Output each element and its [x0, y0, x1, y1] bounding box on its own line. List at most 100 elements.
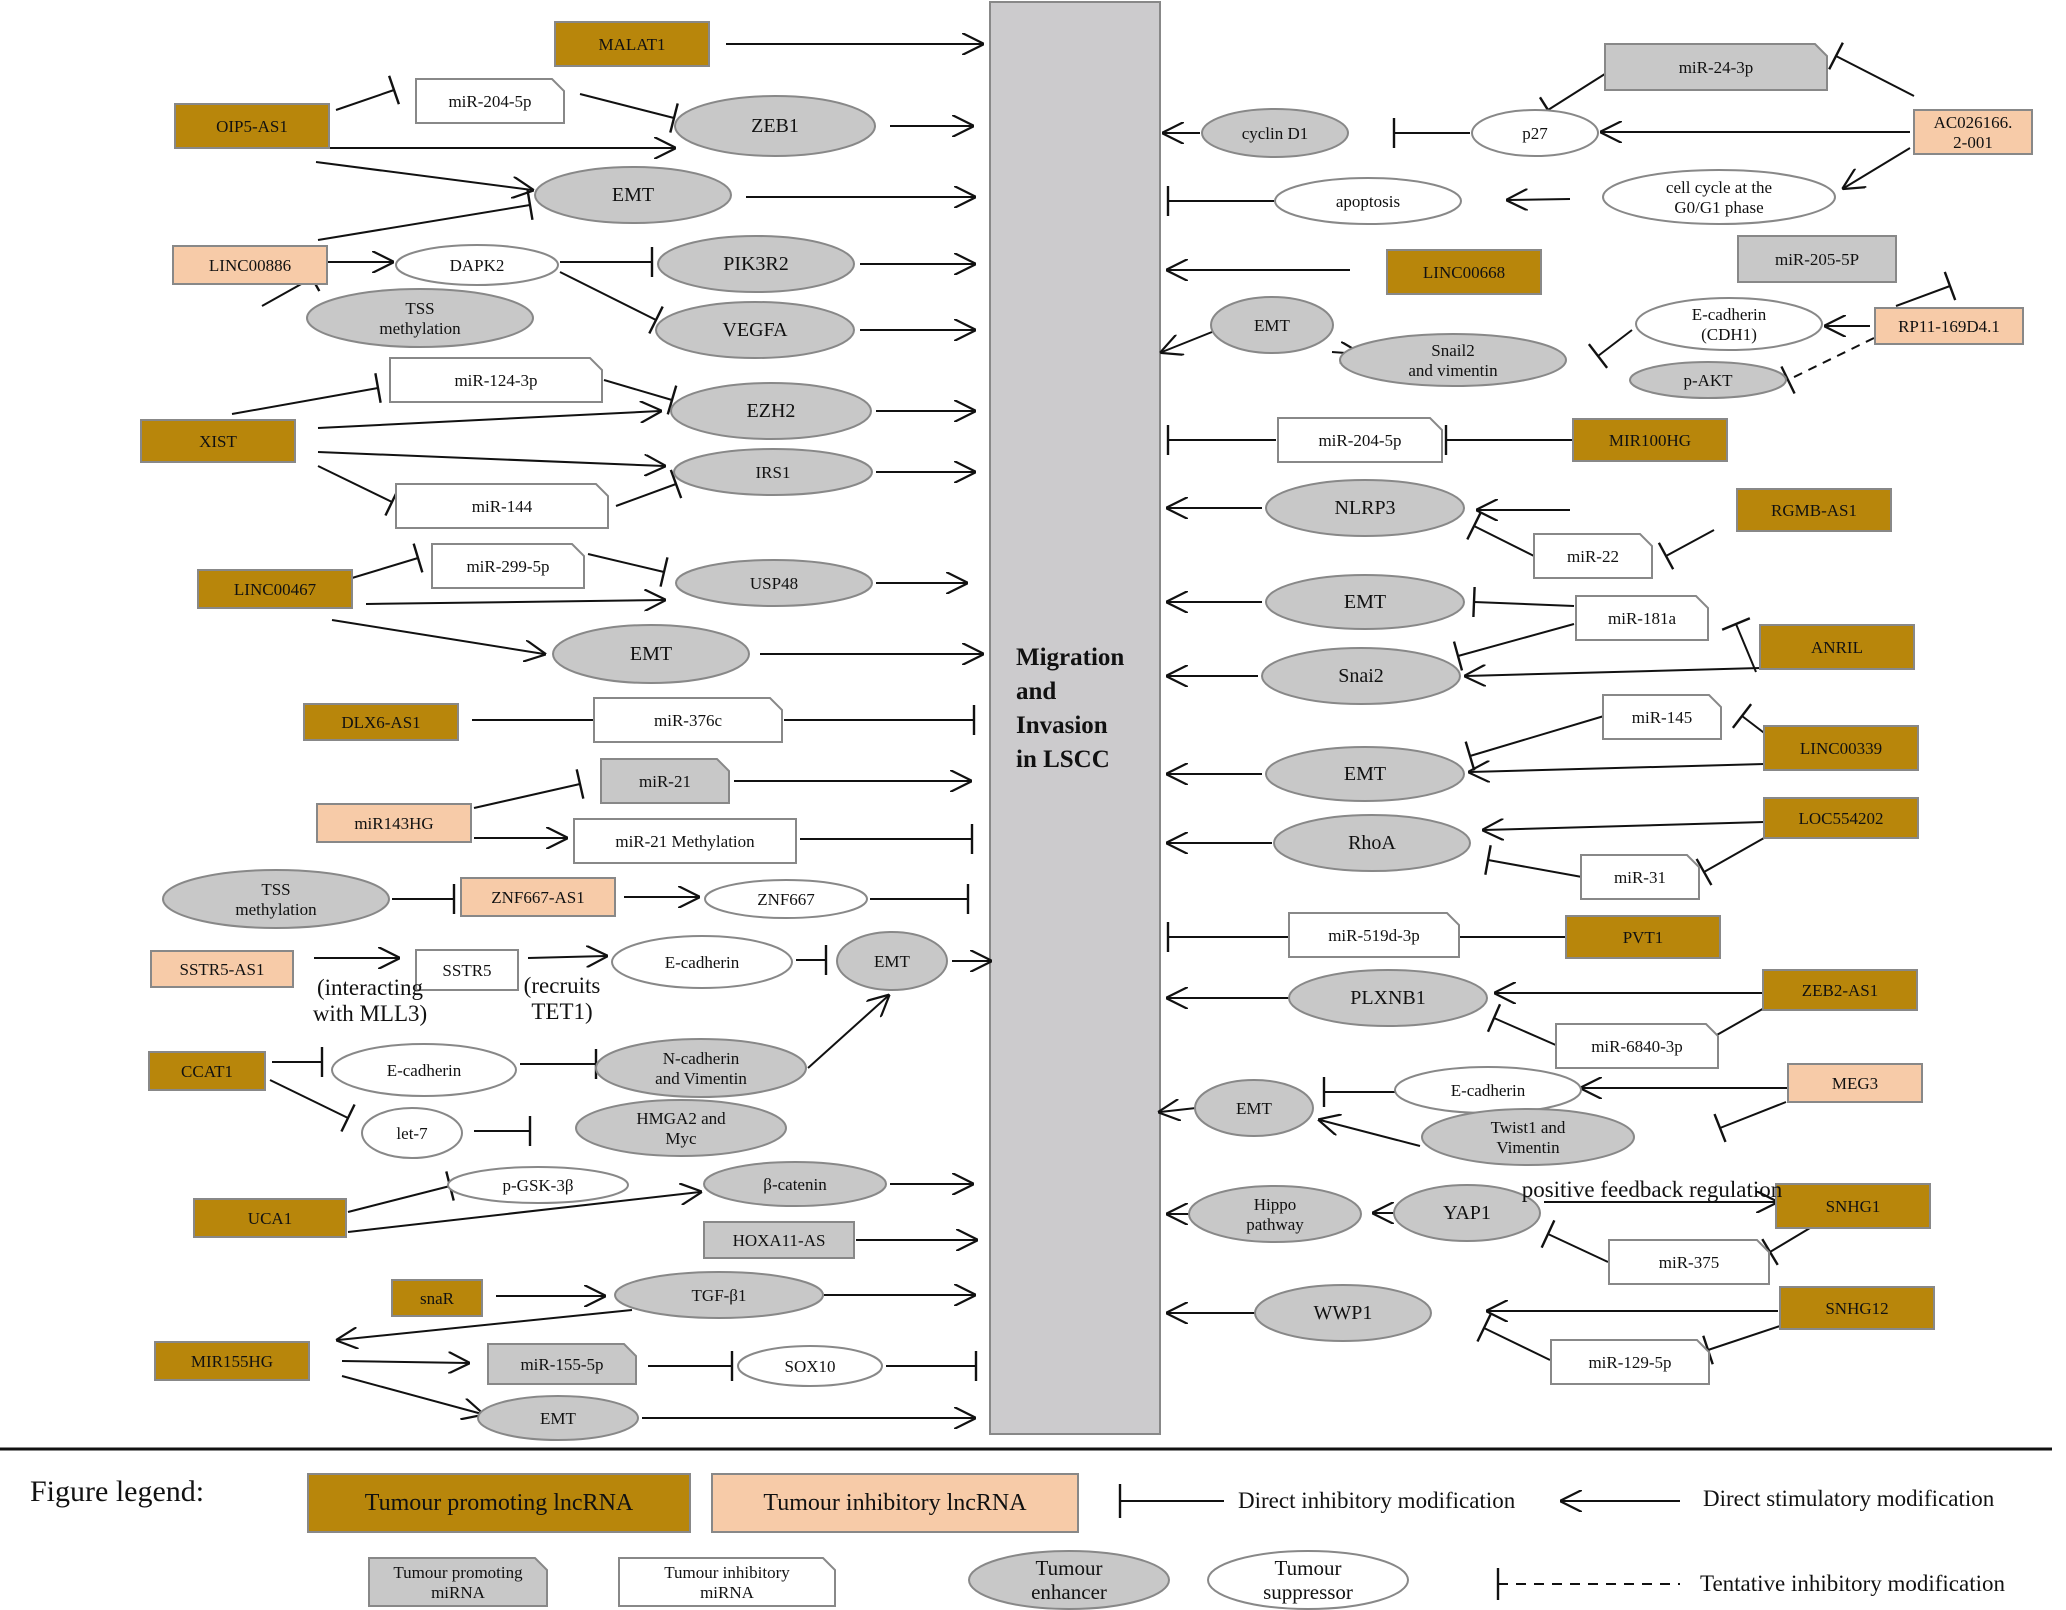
label-rp11: RP11-169D4.1 — [1898, 317, 2000, 336]
edge-inhibit — [347, 1185, 451, 1213]
label-b-catenin: β-catenin — [763, 1175, 827, 1194]
label-linc00886: LINC00886 — [209, 256, 291, 275]
edge-inhibit — [317, 465, 393, 503]
node-wwp1: WWP1 — [1254, 1284, 1432, 1342]
inhibit-bar — [1484, 845, 1492, 875]
edge-inhibit — [1703, 837, 1765, 873]
edge-inhibit — [317, 204, 531, 241]
label-zeb1: ZEB1 — [751, 115, 799, 137]
node-mir-31: miR-31 — [1580, 854, 1700, 900]
legend-tentative-inhibitory: Tentative inhibitory modification — [1700, 1571, 2005, 1596]
label-emt-l3: EMT — [874, 952, 911, 971]
label-mir-204-5p-r: miR-204-5p — [1318, 431, 1401, 450]
label-mir-21: miR-21 — [639, 772, 691, 791]
edge-inhibit — [335, 89, 395, 111]
node-e-cad-l1: E-cadherin — [611, 935, 793, 989]
label-mir-375: miR-375 — [1659, 1253, 1719, 1272]
edge-inhibit — [1707, 1325, 1781, 1351]
node-linc00339: LINC00339 — [1763, 725, 1919, 771]
label-p-akt: p-AKT — [1683, 371, 1733, 390]
label-mir-31: miR-31 — [1614, 868, 1666, 887]
label-snhg1: SNHG1 — [1826, 1197, 1881, 1216]
label-mir-376c: miR-376c — [654, 711, 722, 730]
inhibit-bar — [1452, 641, 1464, 671]
edge-inhibit — [1895, 285, 1951, 307]
inhibit-bar — [1466, 512, 1482, 540]
node-malat1: MALAT1 — [554, 21, 710, 67]
node-let-7: let-7 — [361, 1107, 463, 1159]
label-dapk2: DAPK2 — [450, 256, 505, 275]
label-let-7: let-7 — [396, 1124, 428, 1143]
annotation-positive-feedback: positive feedback regulation — [1522, 1177, 1783, 1202]
label-mir-129-5p: miR-129-5p — [1588, 1353, 1671, 1372]
edge-arrow — [1162, 331, 1213, 352]
label-mir100hg: MIR100HG — [1609, 431, 1691, 450]
node-znf667: ZNF667 — [704, 879, 868, 919]
edge-arrow — [341, 1361, 468, 1363]
label-znf667: ZNF667 — [757, 890, 815, 909]
edge-inhibit — [1469, 715, 1605, 757]
label-rgmb-as1: RGMB-AS1 — [1771, 501, 1857, 520]
edge-inhibit — [1547, 71, 1609, 111]
label-mir-145: miR-145 — [1632, 708, 1692, 727]
label-ac026166: AC026166.2-001 — [1934, 113, 2013, 152]
edge-inhibit — [1457, 623, 1575, 657]
node-snai2: Snai2 — [1261, 647, 1461, 705]
node-cyclin-d1: cyclin D1 — [1201, 108, 1349, 158]
inhibit-bar — [1713, 1113, 1727, 1143]
node-e-cad-r: E-cadherin — [1394, 1066, 1582, 1114]
label-ccat1: CCAT1 — [181, 1062, 233, 1081]
node-sox10: SOX10 — [737, 1345, 883, 1387]
node-xist: XIST — [140, 419, 296, 463]
node-mir-24-3p: miR-24-3p — [1604, 43, 1828, 91]
edge-arrow — [807, 996, 888, 1069]
label-plxnb1: PLXNB1 — [1350, 987, 1426, 1009]
inhibit-bar — [1695, 858, 1713, 886]
node-dlx6-as1: DLX6-AS1 — [303, 703, 459, 741]
label-meg3: MEG3 — [1832, 1074, 1878, 1093]
node-mir-204-5p-l: miR-204-5p — [415, 78, 565, 124]
edge-arrow — [1844, 147, 1911, 188]
label-emt-r4: EMT — [1236, 1099, 1273, 1118]
label-ezh2: EZH2 — [747, 400, 796, 422]
label-dlx6-as1: DLX6-AS1 — [341, 713, 420, 732]
edge-arrow — [347, 1192, 700, 1233]
node-dapk2: DAPK2 — [395, 244, 559, 286]
node-snhg12: SNHG12 — [1779, 1286, 1935, 1330]
node-emt-l3: EMT — [836, 931, 948, 991]
node-mir100hg: MIR100HG — [1572, 418, 1728, 462]
label-pvt1: PVT1 — [1623, 928, 1664, 947]
node-mir-129-5p: miR-129-5p — [1550, 1339, 1710, 1385]
label-mir143hg: miR143HG — [354, 814, 433, 833]
edge-inhibit — [1769, 1227, 1811, 1253]
label-mir-144: miR-144 — [472, 497, 533, 516]
label-pik3r2: PIK3R2 — [723, 253, 789, 275]
node-p27: p27 — [1471, 109, 1599, 157]
label-anril: ANRIL — [1811, 638, 1863, 657]
edge-inhibit — [587, 553, 665, 573]
legend-promoting-lncrna-label: Tumour promoting lncRNA — [365, 1490, 634, 1516]
label-zeb2-as1: ZEB2-AS1 — [1802, 981, 1879, 1000]
edge-inhibit — [1483, 1327, 1551, 1361]
label-loc554202: LOC554202 — [1799, 809, 1884, 828]
inhibit-bar — [1472, 586, 1476, 618]
central-target-bar — [989, 1, 1161, 1435]
inhibit-bar — [1731, 703, 1753, 729]
label-mir-204-5p-l: miR-204-5p — [448, 92, 531, 111]
edge-inhibit — [1787, 337, 1875, 381]
label-p27: p27 — [1522, 124, 1548, 143]
edge-arrow — [1484, 822, 1765, 830]
label-emt-l1: EMT — [612, 184, 654, 206]
